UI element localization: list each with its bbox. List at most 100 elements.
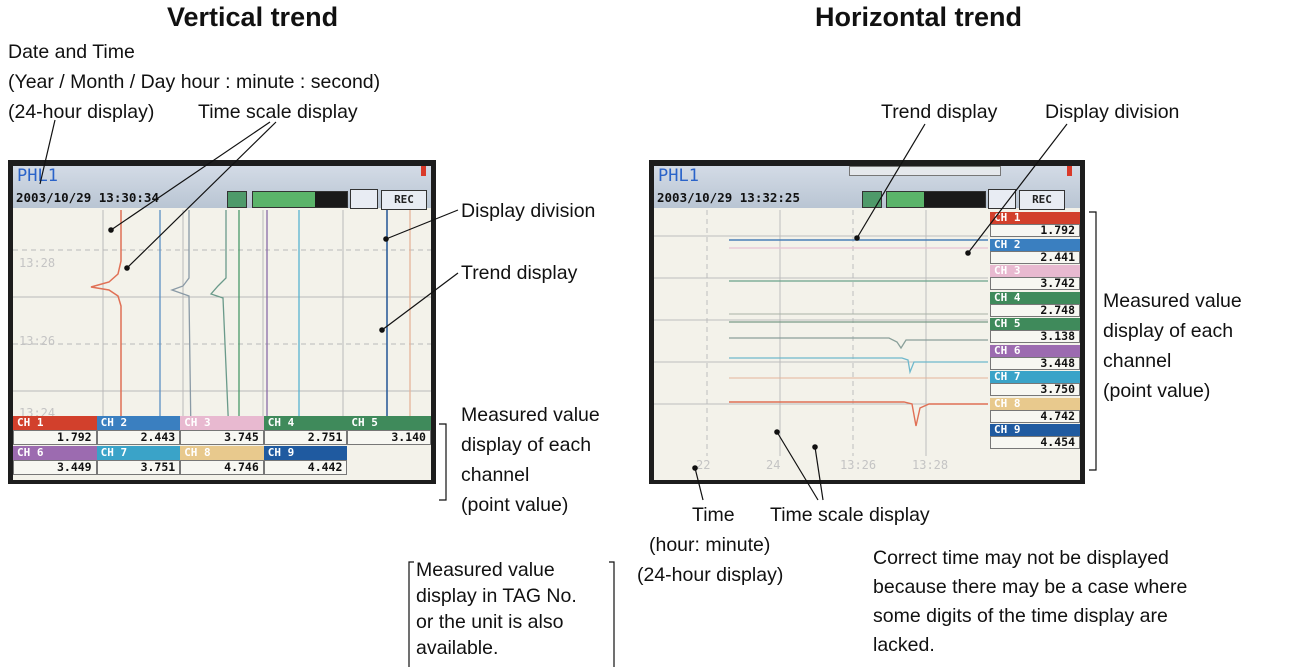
v-measured-label-1: Measured value	[461, 404, 600, 426]
vertical-card-icon	[350, 189, 378, 209]
h-trend-display-label: Trend display	[881, 101, 998, 123]
v-measured-bracket	[439, 423, 447, 501]
horizontal-alarm-icon	[1067, 166, 1072, 176]
v-channel-header-1: CH 1	[13, 416, 97, 430]
datetime-label: Date and Time	[8, 41, 135, 63]
h-trend-ch1	[729, 401, 988, 427]
v-trend-ch3	[170, 210, 192, 437]
h-time-label-2: 24	[766, 458, 781, 472]
h-channel-value-4: 2.748	[990, 303, 1080, 317]
v-channel-header-2: CH 2	[96, 416, 181, 430]
h-trend-display-leader	[856, 123, 926, 239]
time-note-1: Correct time may not be displayed	[873, 547, 1169, 569]
h-time-format-label: (hour: minute)	[649, 534, 771, 556]
h-channel-value-1: 1.792	[990, 224, 1080, 237]
horizontal-trend-graph	[654, 210, 988, 456]
v-display-division-label: Display division	[461, 200, 596, 222]
v-channel-value-3: 3.745	[180, 430, 264, 445]
v-time-label-2: 13:26	[19, 334, 56, 348]
tag-note-bracket-right	[609, 561, 615, 667]
h-channel-header-8: CH 8	[990, 397, 1080, 410]
v-display-division-leader	[385, 209, 459, 240]
v-trend-display-label: Trend display	[461, 262, 578, 284]
time-note-3: some digits of the time display are	[873, 605, 1168, 627]
h-trend-ch7	[729, 357, 988, 375]
v-channel-value-8: 4.746	[180, 460, 264, 475]
v-channel-header-8: CH 8	[180, 446, 264, 460]
horizontal-screen-panel: PHL1 2003/10/29 13:32:25 REC	[654, 166, 1080, 480]
v-trend-display-leader	[381, 272, 459, 331]
v-trend-ch4	[209, 210, 230, 437]
h-channel-header-6: CH 6	[990, 344, 1080, 357]
vertical-screen-panel: PHL1 2003/10/29 13:30:34 REC	[13, 166, 431, 480]
horizontal-tag-name: PHL1	[658, 166, 699, 186]
tag-note-3: or the unit is also	[416, 611, 564, 633]
h-trend-ch6	[729, 337, 988, 350]
h-channel-header-4: CH 4	[990, 291, 1080, 304]
h-measured-label-4: (point value)	[1103, 380, 1211, 402]
v-channel-value-4: 2.751	[263, 430, 348, 445]
horizontal-rec-indicator: REC	[1019, 190, 1065, 210]
h-measured-label-2: display of each	[1103, 320, 1234, 342]
vertical-alarm-icon	[421, 166, 426, 176]
h-time-label: Time	[692, 504, 735, 526]
h-time-scale-leader-2	[814, 446, 824, 501]
h-measured-label-3: channel	[1103, 350, 1172, 372]
h-channel-header-3: CH 3	[990, 265, 1080, 277]
vertical-folder-icon	[227, 191, 247, 208]
v-channel-header-5: CH 5	[347, 416, 431, 430]
h-channel-value-7: 3.750	[990, 383, 1080, 396]
vertical-grid	[13, 210, 431, 436]
datetime-leader	[39, 119, 56, 185]
h-display-division-leader	[967, 123, 1068, 254]
time-note-2: because there may be a case where	[873, 576, 1188, 598]
horizontal-memory-bar	[886, 191, 986, 208]
vertical-trend-graph	[13, 210, 431, 437]
horizontal-datetime: 2003/10/29 13:32:25	[657, 190, 800, 205]
v-channel-value-6: 3.449	[13, 460, 97, 475]
horizontal-message-bar	[849, 166, 1001, 176]
v-time-scale-leader-1	[110, 121, 271, 231]
v-measured-label-2: display of each	[461, 434, 592, 456]
v-time-scale-leader-2	[126, 121, 277, 269]
v-channel-header-6: CH 6	[13, 446, 97, 460]
h-channel-header-9: CH 9	[990, 424, 1080, 436]
tag-note-4: available.	[416, 637, 499, 659]
h-measured-bracket	[1089, 211, 1097, 471]
h-time-label-4: 13:28	[912, 458, 949, 472]
h-channel-value-2: 2.441	[990, 250, 1080, 264]
vertical-trend-title: Vertical trend	[167, 2, 339, 32]
h-channel-value-3: 3.742	[990, 277, 1080, 290]
h-channel-header-5: CH 5	[990, 318, 1080, 330]
vertical-tag-name: PHL1	[17, 166, 58, 186]
v-channel-value-5: 3.140	[347, 430, 431, 445]
h-time-24h-label: (24-hour display)	[637, 564, 784, 586]
h-channel-value-8: 4.742	[990, 409, 1080, 423]
h-time-scale-leader-1	[776, 431, 819, 501]
v-measured-label-4: (point value)	[461, 494, 569, 516]
h-display-division-label: Display division	[1045, 101, 1180, 123]
v-channel-value-9: 4.442	[263, 460, 348, 475]
v-trend-ch1	[90, 210, 122, 436]
tag-note-1: Measured value	[416, 559, 555, 581]
v-channel-header-4: CH 4	[263, 416, 348, 430]
vertical-datetime: 2003/10/29 13:30:34	[16, 190, 159, 205]
v-time-label-1: 13:28	[19, 256, 56, 270]
v-channel-value-1: 1.792	[13, 430, 97, 445]
h-channel-value-6: 3.448	[990, 356, 1080, 370]
vertical-memory-bar	[252, 191, 348, 208]
h-channel-value-9: 4.454	[990, 436, 1080, 449]
vertical-trend-screen: PHL1 2003/10/29 13:30:34 REC	[8, 160, 436, 484]
h-channel-value-5: 3.138	[990, 330, 1080, 343]
h-time-leader	[694, 467, 704, 501]
v-channel-header-9: CH 9	[263, 446, 348, 460]
h-channel-header-2: CH 2	[990, 238, 1080, 251]
datetime-24h-label: (24-hour display)	[8, 101, 155, 123]
v-measured-label-3: channel	[461, 464, 530, 486]
tag-note-bracket-left	[408, 561, 414, 667]
v-channel-value-7: 3.751	[96, 460, 181, 475]
v-channel-header-3: CH 3	[180, 416, 264, 430]
